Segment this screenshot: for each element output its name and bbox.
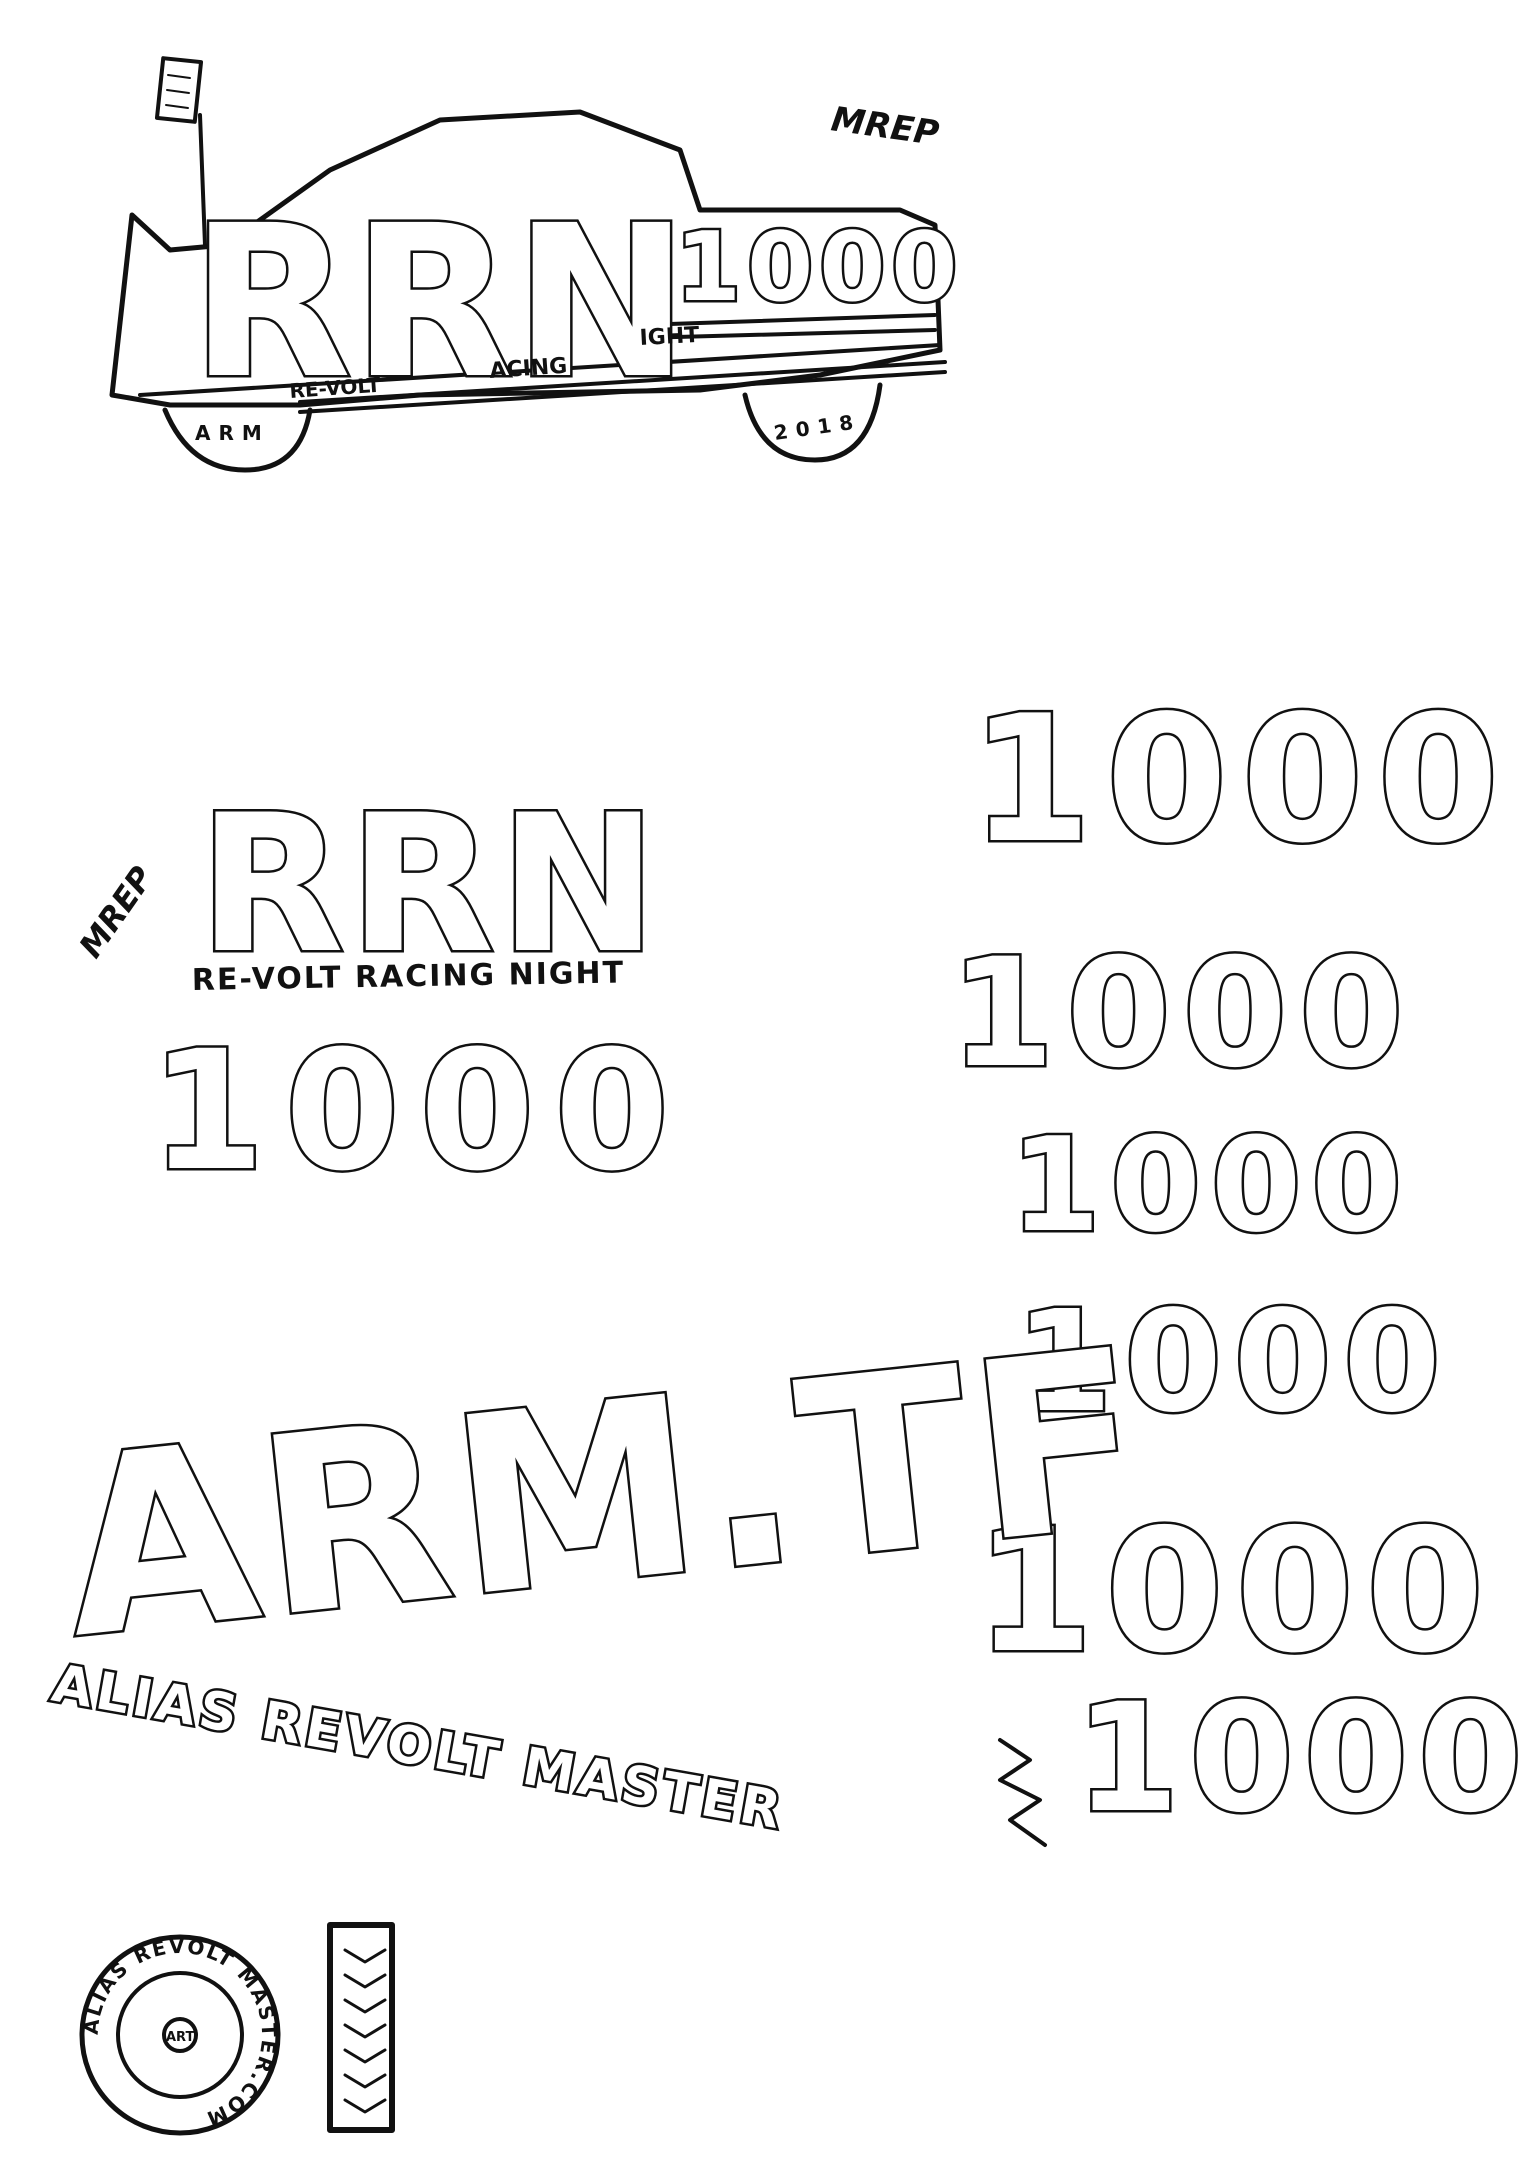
scribble-mark — [998, 1738, 1047, 1847]
wheel-right-text: 2018 — [772, 409, 862, 445]
car-text-acing: ACING — [489, 354, 568, 384]
car-big-letters: RRN — [190, 180, 689, 425]
number-variant-5: 1000 — [975, 1493, 1496, 1691]
number-variant-3: 1000 — [1010, 1109, 1412, 1261]
signature-logo: MREP — [71, 859, 161, 965]
arm-subtitle: ALIAS REVOLT MASTER — [48, 1654, 789, 1842]
wheel-left-text: ARM — [195, 421, 270, 445]
rrn-subtitle: RE-VOLT RACING NIGHT — [192, 955, 626, 998]
rrn-number: 1000 — [150, 1015, 689, 1207]
rrn-logo-sketch: RRN RE-VOLT RACING NIGHT 1000 MREP — [71, 772, 689, 1210]
number-variant-4: 1000 — [1015, 1281, 1453, 1444]
badge-center-text: ART — [166, 2030, 194, 2045]
number-variants: 1000 1000 1000 1000 1000 1000 — [948, 677, 1529, 1849]
number-variant-2: 1000 — [950, 927, 1415, 1101]
number-variant-6: 1000 — [1075, 1672, 1529, 1846]
badge-sketch: ALIAS REVOLT MASTER.COM ART — [79, 1934, 281, 2136]
arm-logo-sketch: ARM.TF ALIAS REVOLT MASTER — [45, 1293, 1163, 1844]
tire-sketch — [327, 1922, 395, 2133]
number-variant-1: 1000 — [970, 679, 1513, 882]
car-number: 1000 — [675, 213, 963, 323]
signature-top: MREP — [829, 99, 942, 154]
rrn-title: RRN — [198, 774, 662, 995]
car-sketch: RRN 1000 RE-VOLT ACING IGHT ARM 2018 MRE… — [109, 56, 963, 473]
car-text-ight: IGHT — [639, 323, 700, 351]
